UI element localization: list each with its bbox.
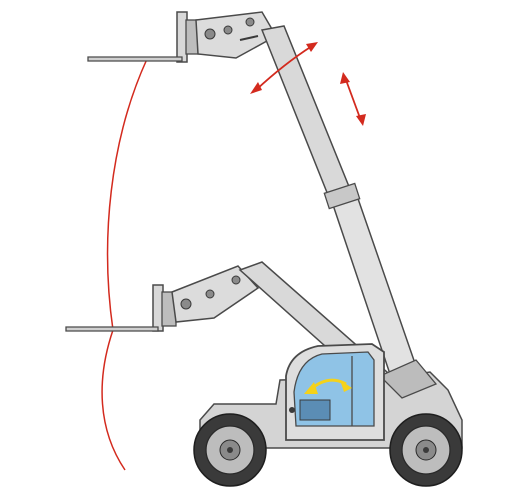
fork-raised bbox=[87, 11, 201, 63]
front-wheel bbox=[193, 413, 267, 487]
boom-head-lowered bbox=[171, 265, 260, 323]
boom-extended bbox=[260, 25, 419, 381]
boom-head-raised bbox=[195, 11, 278, 59]
fork-lowered bbox=[65, 284, 177, 332]
boom-tilt-arrow-icon bbox=[250, 42, 318, 94]
rear-wheel bbox=[389, 413, 463, 487]
operator-cab bbox=[285, 343, 385, 441]
cab-rotation-arrow-icon bbox=[304, 378, 352, 394]
boom-extend-arrow-icon bbox=[340, 72, 366, 126]
fork-trajectory-curve bbox=[101, 58, 148, 471]
